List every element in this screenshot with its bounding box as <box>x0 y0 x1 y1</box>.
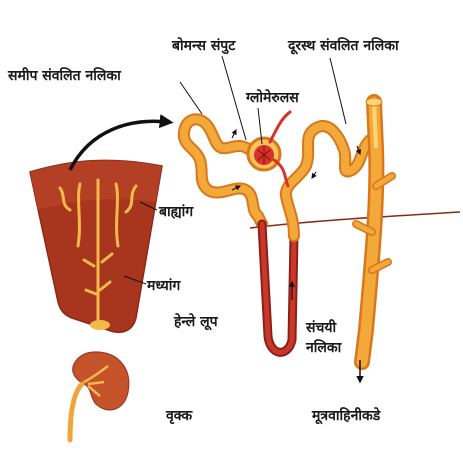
kidney-icon <box>67 351 130 443</box>
loop-of-henle <box>257 219 299 357</box>
label-pointers <box>123 55 347 285</box>
flow-arrows <box>231 129 362 191</box>
zoom-arrow <box>68 114 174 171</box>
label-bowmans-capsule: बोमन्स संपुट <box>172 38 236 54</box>
label-glomerulus: ग्लोमेरुलस <box>246 90 299 106</box>
label-cortex: बाह्यांग <box>159 204 194 220</box>
label-proximal-tubule: समीप संवलित नलिका <box>8 68 121 84</box>
label-collecting-duct-2: नलिका <box>306 340 342 356</box>
kidney-section <box>29 159 163 333</box>
label-kidney: वृक्क <box>166 408 193 424</box>
proximal-tubule <box>177 113 268 230</box>
label-distal-tubule: दूरस्थ संवलित नलिका <box>288 38 399 54</box>
label-collecting-duct-1: संचयी <box>306 320 337 336</box>
label-to-ureter: मूत्रवाहिनीकडे <box>312 408 381 424</box>
label-medulla: मध्यांग <box>147 278 181 294</box>
cortex-boundary-line <box>249 211 461 229</box>
glomerulus <box>254 110 292 188</box>
collecting-duct <box>352 94 396 384</box>
label-loop-of-henle: हेन्ले लूप <box>174 314 218 330</box>
wedge-tubules <box>58 178 138 324</box>
distal-tubule <box>279 120 376 242</box>
